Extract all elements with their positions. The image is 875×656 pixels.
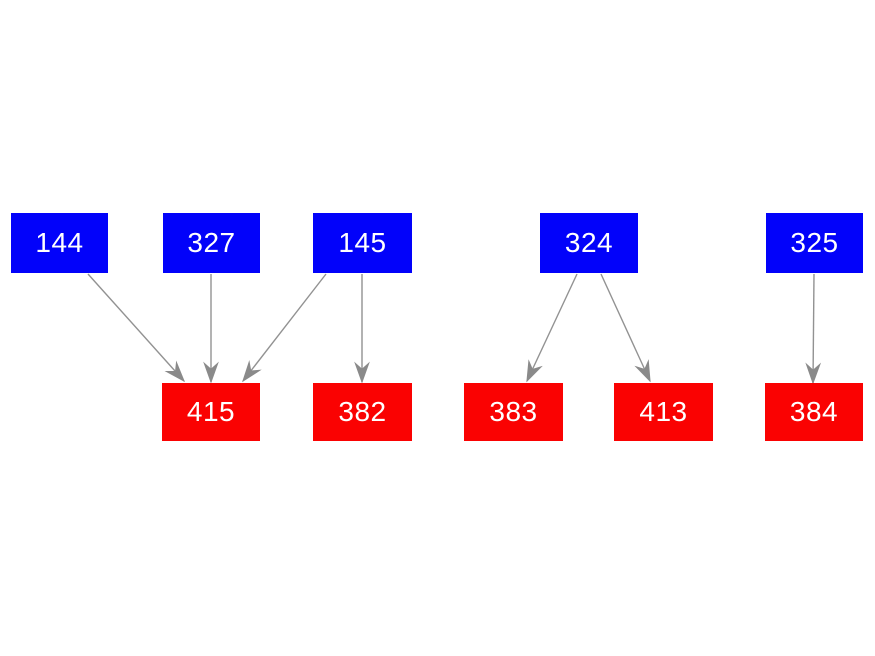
node-label: 383: [489, 396, 538, 427]
graph-node-327: 327: [163, 213, 260, 273]
graph-node-382: 382: [313, 383, 412, 441]
node-label: 413: [639, 396, 688, 427]
node-label: 145: [338, 227, 387, 258]
graph-node-144: 144: [11, 213, 108, 273]
node-label: 384: [789, 396, 839, 427]
node-label: 325: [790, 227, 839, 258]
edge-group: [87, 273, 822, 385]
graph-node-145: 145: [313, 213, 412, 273]
graph-node-325: 325: [766, 213, 863, 273]
edge-324-to-413: [600, 273, 651, 383]
edge-144-to-415: [87, 273, 186, 383]
graph-node-383: 383: [464, 383, 563, 441]
node-label: 324: [564, 227, 614, 258]
edge-145-to-415: [242, 273, 327, 383]
graph-node-384: 384: [765, 383, 863, 441]
graph-node-415: 415: [162, 383, 260, 441]
node-label: 415: [186, 396, 236, 427]
node-label: 327: [187, 227, 236, 258]
graph-node-324: 324: [540, 213, 638, 273]
edge-324-to-383: [526, 273, 578, 383]
node-label: 144: [35, 227, 84, 258]
node-label: 382: [338, 396, 387, 427]
edge-325-to-384: [805, 273, 822, 385]
graph-node-413: 413: [614, 383, 713, 441]
